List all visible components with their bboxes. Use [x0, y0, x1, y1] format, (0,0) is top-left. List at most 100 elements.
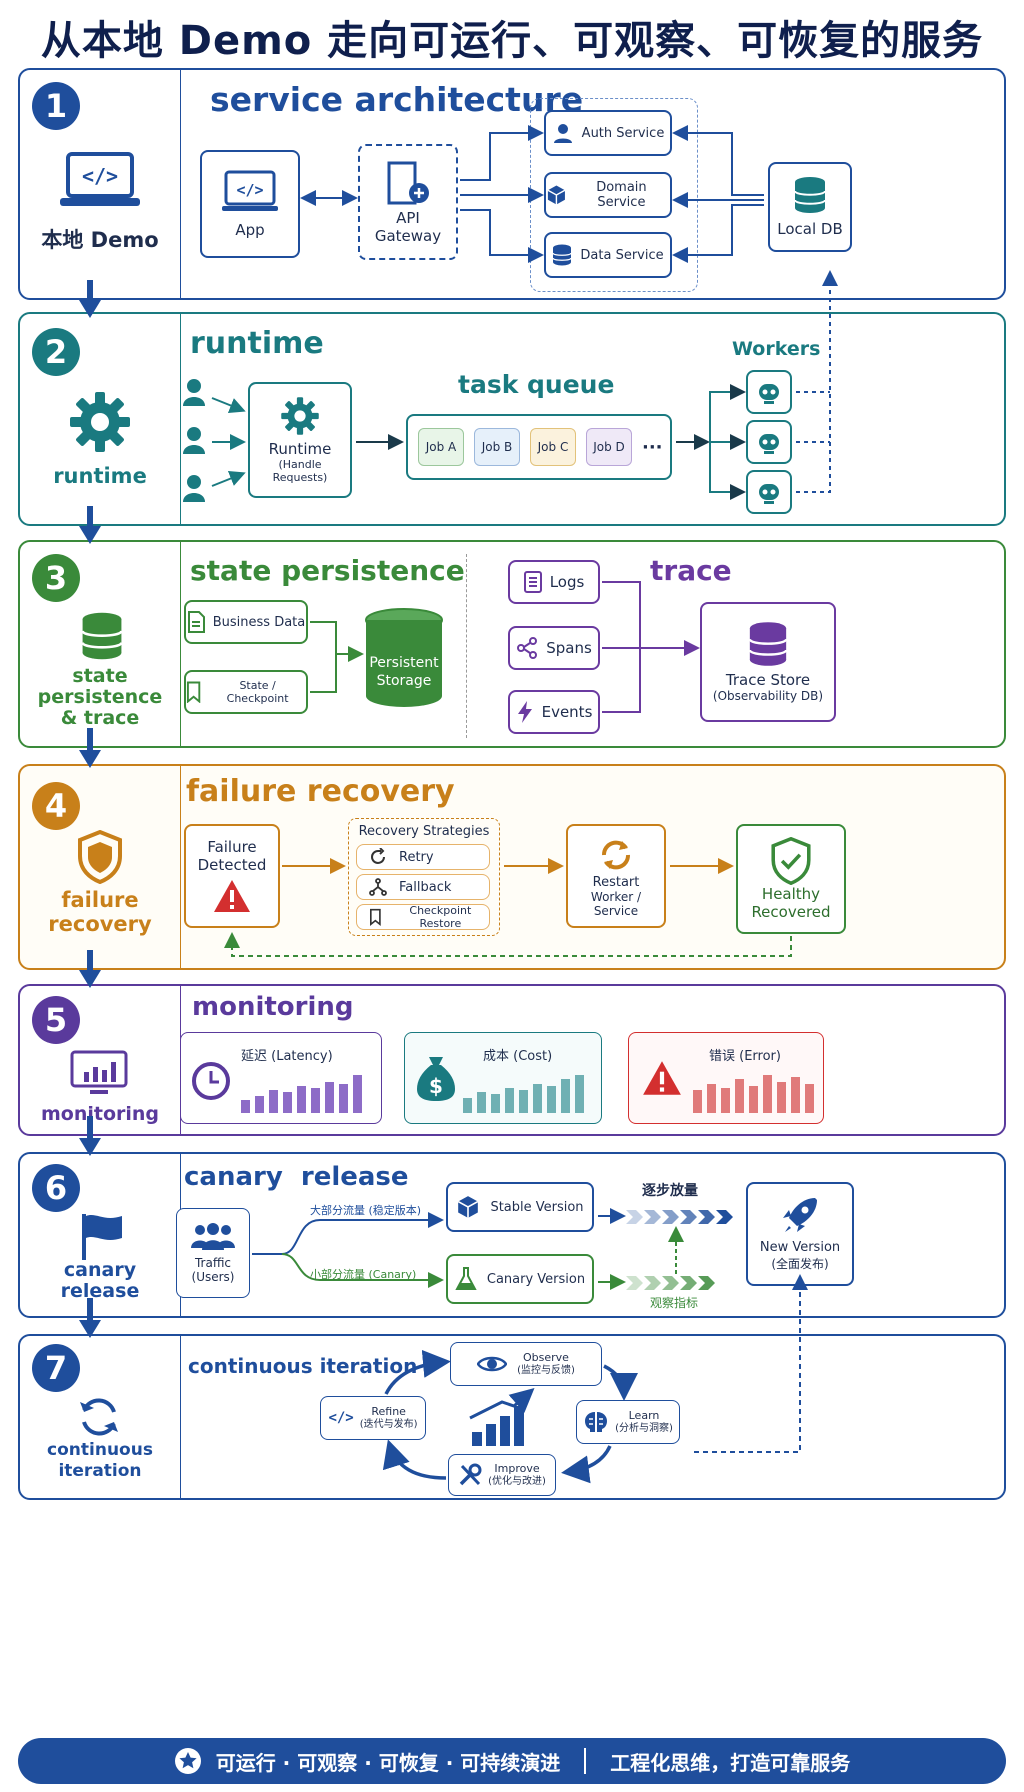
metric-bar: [519, 1089, 528, 1113]
retry-label: Retry: [399, 849, 434, 865]
left-label-failure-recovery: failure recovery: [48, 888, 152, 936]
svg-text:</>: </>: [236, 181, 263, 199]
robot-icon: [759, 434, 779, 454]
monitor-chart-icon: [70, 1050, 128, 1094]
tools-icon: [459, 1463, 482, 1486]
refine-box: </> Refine(迭代与发布): [320, 1396, 426, 1440]
section-title: runtime: [190, 326, 324, 361]
flag-icon: [82, 1214, 122, 1260]
cube-icon: [547, 185, 566, 205]
persistent-storage-cylinder: [365, 608, 443, 707]
metric-bar: [749, 1085, 758, 1113]
section-title: monitoring: [192, 992, 354, 1022]
failure-detected-label: Failure Detected: [197, 838, 267, 874]
panel-canary-release: 6 canary release canary release Traffic …: [18, 1152, 1006, 1318]
metric-bar: [269, 1089, 278, 1113]
section-title: service architecture: [210, 80, 584, 119]
step-number-4: 4: [32, 782, 80, 830]
flask-icon: [455, 1267, 477, 1290]
user-icon: [553, 124, 572, 143]
footer-divider: [584, 1748, 587, 1774]
step-number-1: 1: [32, 82, 80, 130]
gateway-door-icon: [387, 161, 429, 205]
refine-label: Refine: [371, 1405, 406, 1418]
warning-icon: [214, 880, 250, 912]
document-icon: [187, 611, 205, 633]
database-icon: [794, 177, 826, 213]
checkpoint-label: State / Checkpoint: [226, 679, 289, 705]
metric-bar: [353, 1075, 362, 1113]
runtime-box: Runtime (Handle Requests): [248, 382, 352, 498]
list-doc-icon: [523, 571, 542, 593]
local-db-label: Local DB: [777, 220, 843, 238]
section-title: failure recovery: [186, 774, 455, 809]
metric-bar: [693, 1089, 702, 1113]
persistent-storage-label: Persistent Storage: [369, 655, 439, 689]
section-title: continuous iteration: [188, 1354, 418, 1378]
refresh-icon: [371, 848, 385, 864]
job-chip: Job D: [586, 428, 632, 466]
metric-bar: [777, 1081, 786, 1113]
error-card: 错误 (Error): [628, 1032, 824, 1124]
new-version-label: New Version: [759, 1240, 841, 1255]
stable-version-box: Stable Version: [446, 1182, 594, 1232]
canary-version-label: Canary Version: [486, 1271, 586, 1287]
task-queue-title: task queue: [458, 370, 615, 399]
metric-bar: [339, 1083, 348, 1113]
panel-service-architecture: 1 </> 本地 Demo service architecture </> A…: [18, 68, 1006, 300]
metric-bar: [477, 1092, 486, 1113]
metric-bar: [707, 1083, 716, 1113]
bookmark-icon: [186, 681, 201, 703]
svg-text:</>: </>: [82, 164, 118, 188]
cube-icon: [458, 1196, 479, 1218]
cost-card: $ 成本 (Cost): [404, 1032, 602, 1124]
step-number-6: 6: [32, 1164, 80, 1212]
restart-sublabel: Worker / Service: [590, 889, 642, 918]
traffic-sublabel: (Users): [191, 1270, 235, 1284]
step-number-5: 5: [32, 996, 80, 1044]
metric-bar: [505, 1087, 514, 1113]
users-group-icon: [191, 1223, 235, 1250]
runtime-label: Runtime: [268, 440, 332, 458]
bookmark-icon: [369, 908, 381, 926]
learn-sublabel: (分析与洞察): [615, 1423, 673, 1434]
latency-bars: [241, 1071, 362, 1113]
brain-icon: [585, 1412, 608, 1432]
events-label: Events: [541, 703, 593, 721]
fallback-item: Fallback: [356, 874, 490, 900]
fallback-label: Fallback: [399, 879, 452, 895]
metric-bar: [325, 1081, 334, 1113]
database-icon: [81, 612, 123, 660]
panel-monitoring: 5 monitoring monitoring 延迟 (Latency) $ 成…: [18, 984, 1006, 1136]
metric-bar: [805, 1083, 814, 1113]
metric-bar: [463, 1098, 472, 1113]
logs-label: Logs: [549, 573, 585, 591]
domain-service-box: Domain Service: [544, 172, 672, 218]
panel-continuous-iteration: 7 continuous iteration continuous iterat…: [18, 1274, 1006, 1500]
metric-bar: [735, 1079, 744, 1113]
checkpoint-restore-item: Checkpoint Restore: [356, 904, 490, 930]
domain-service-label: Domain Service: [596, 180, 647, 210]
logs-box: Logs: [508, 560, 600, 604]
left-label-canary-release: canary release: [60, 1259, 140, 1302]
business-data-box: Business Data: [184, 600, 308, 644]
learn-label: Learn: [628, 1409, 660, 1422]
error-bars: [693, 1071, 814, 1113]
section-title: state persistence: [190, 554, 465, 587]
traffic-box: Traffic (Users): [176, 1208, 250, 1298]
svg-text:$: $: [429, 1074, 443, 1098]
healthy-recovered-label: Healthy Recovered: [751, 885, 831, 921]
robot-icon: [759, 384, 779, 404]
improve-label: Improve: [494, 1462, 540, 1475]
refine-sublabel: (迭代与发布): [359, 1419, 418, 1430]
robot-icon: [759, 484, 779, 504]
failure-detected-box: Failure Detected: [184, 824, 280, 928]
code-icon: </>: [328, 1410, 354, 1426]
share-nodes-icon: [517, 637, 538, 659]
workers-title: Workers: [732, 338, 821, 360]
healthy-recovered-box: Healthy Recovered: [736, 824, 846, 934]
task-queue-box: Job A Job B Job C Job D ···: [406, 414, 672, 480]
runtime-arrows: [356, 270, 838, 500]
rocket-icon: [783, 1198, 817, 1232]
